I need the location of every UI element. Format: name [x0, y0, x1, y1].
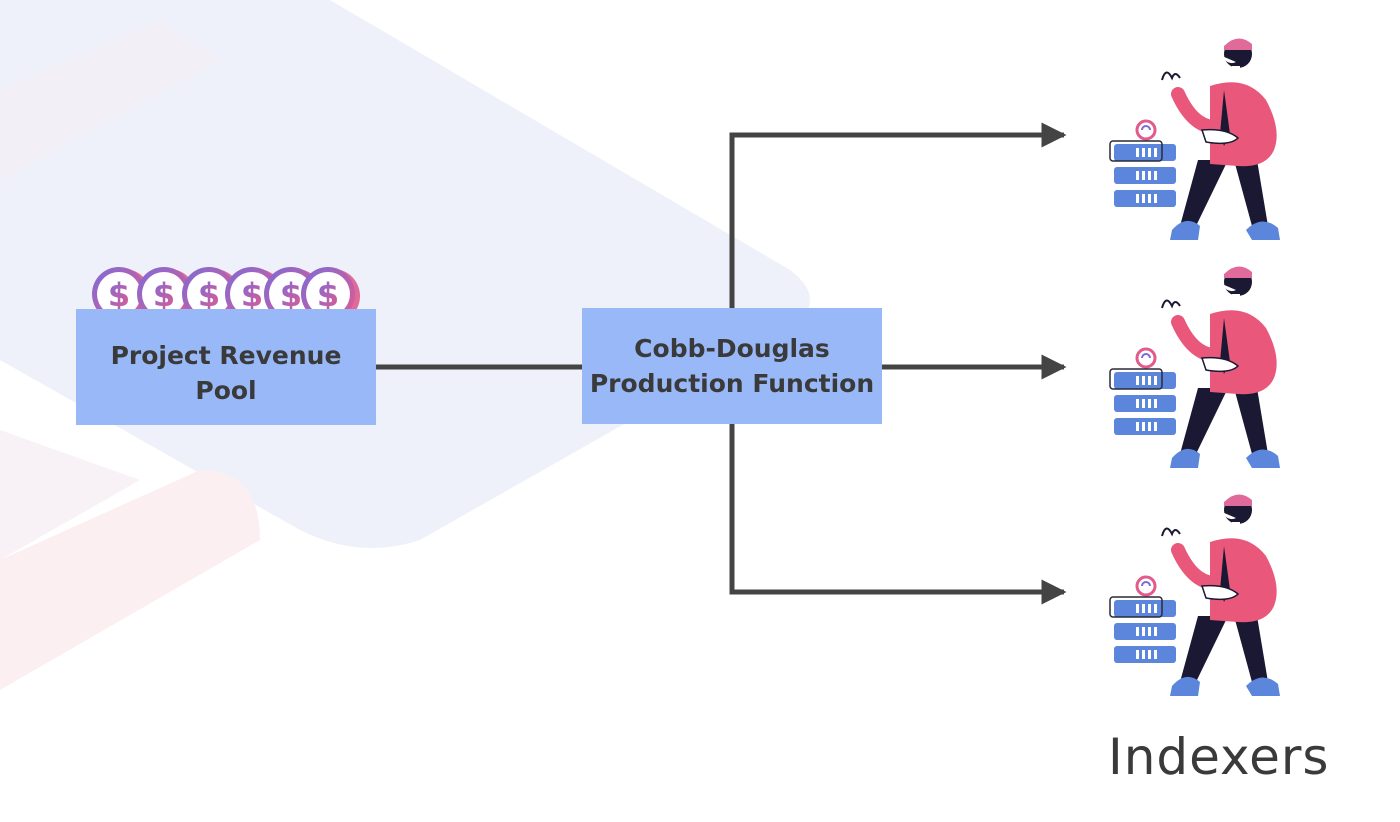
server-stack-icon — [1109, 575, 1176, 663]
server-stack-icon — [1109, 347, 1176, 435]
svg-text:$: $ — [317, 276, 339, 314]
svg-text:$: $ — [241, 276, 263, 314]
cobb-douglas-label: Cobb-Douglas Production Function — [589, 334, 875, 398]
svg-text:$: $ — [280, 276, 302, 314]
indexer-person-icon — [1109, 494, 1280, 696]
indexers-caption: Indexers — [1108, 728, 1330, 786]
cobb-douglas-node: Cobb-Douglas Production Function — [582, 308, 882, 424]
svg-text:$: $ — [198, 276, 220, 314]
svg-text:$: $ — [108, 276, 130, 314]
indexer-person-icon — [1109, 266, 1280, 468]
indexer-person-icon — [1109, 38, 1280, 240]
dollar-coin-icon: $ — [225, 267, 284, 323]
server-stack-icon — [1109, 119, 1176, 207]
svg-text:$: $ — [153, 276, 175, 314]
project-revenue-pool-label: Project Revenue Pool — [110, 341, 342, 405]
project-revenue-pool-node: Project Revenue Pool — [76, 309, 376, 425]
